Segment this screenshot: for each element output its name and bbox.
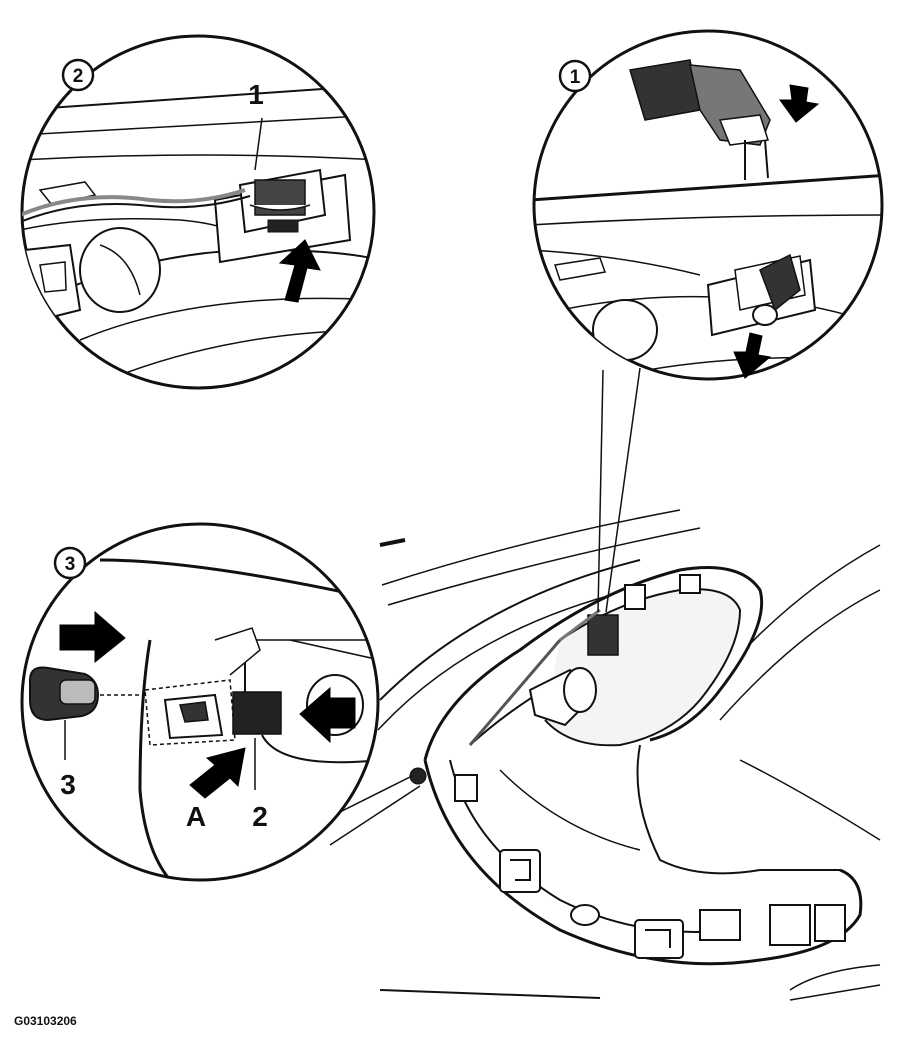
point-a-callout: A [186,801,206,832]
figure-id: G03103206 [14,1014,77,1028]
detail-1-number: 1 [570,67,581,88]
detail-2-number: 2 [73,66,84,87]
detail-2-badge [61,58,95,92]
detail-1-projection [597,367,641,613]
detail-3-number: 3 [65,554,76,575]
press-tab-arrow [189,747,246,799]
remove-arrow [59,610,126,664]
detail-view-2: 2 1 [20,34,376,390]
detail-3-badge [53,546,87,580]
push-in-arrow [299,686,356,744]
part-3-callout: 3 [60,769,76,800]
part-1-callout: 1 [248,79,264,110]
pull-down-arrow-bottom [733,332,772,379]
vehicle-assembly [377,509,881,1001]
push-up-arrow [278,239,321,303]
detail-1-badge [558,59,592,93]
part-2-callout: 2 [252,801,268,832]
detail-view-1: 1 [532,29,884,381]
detail-view-3: 3 3 A 2 [20,522,380,882]
pull-down-arrow-top [779,84,820,123]
